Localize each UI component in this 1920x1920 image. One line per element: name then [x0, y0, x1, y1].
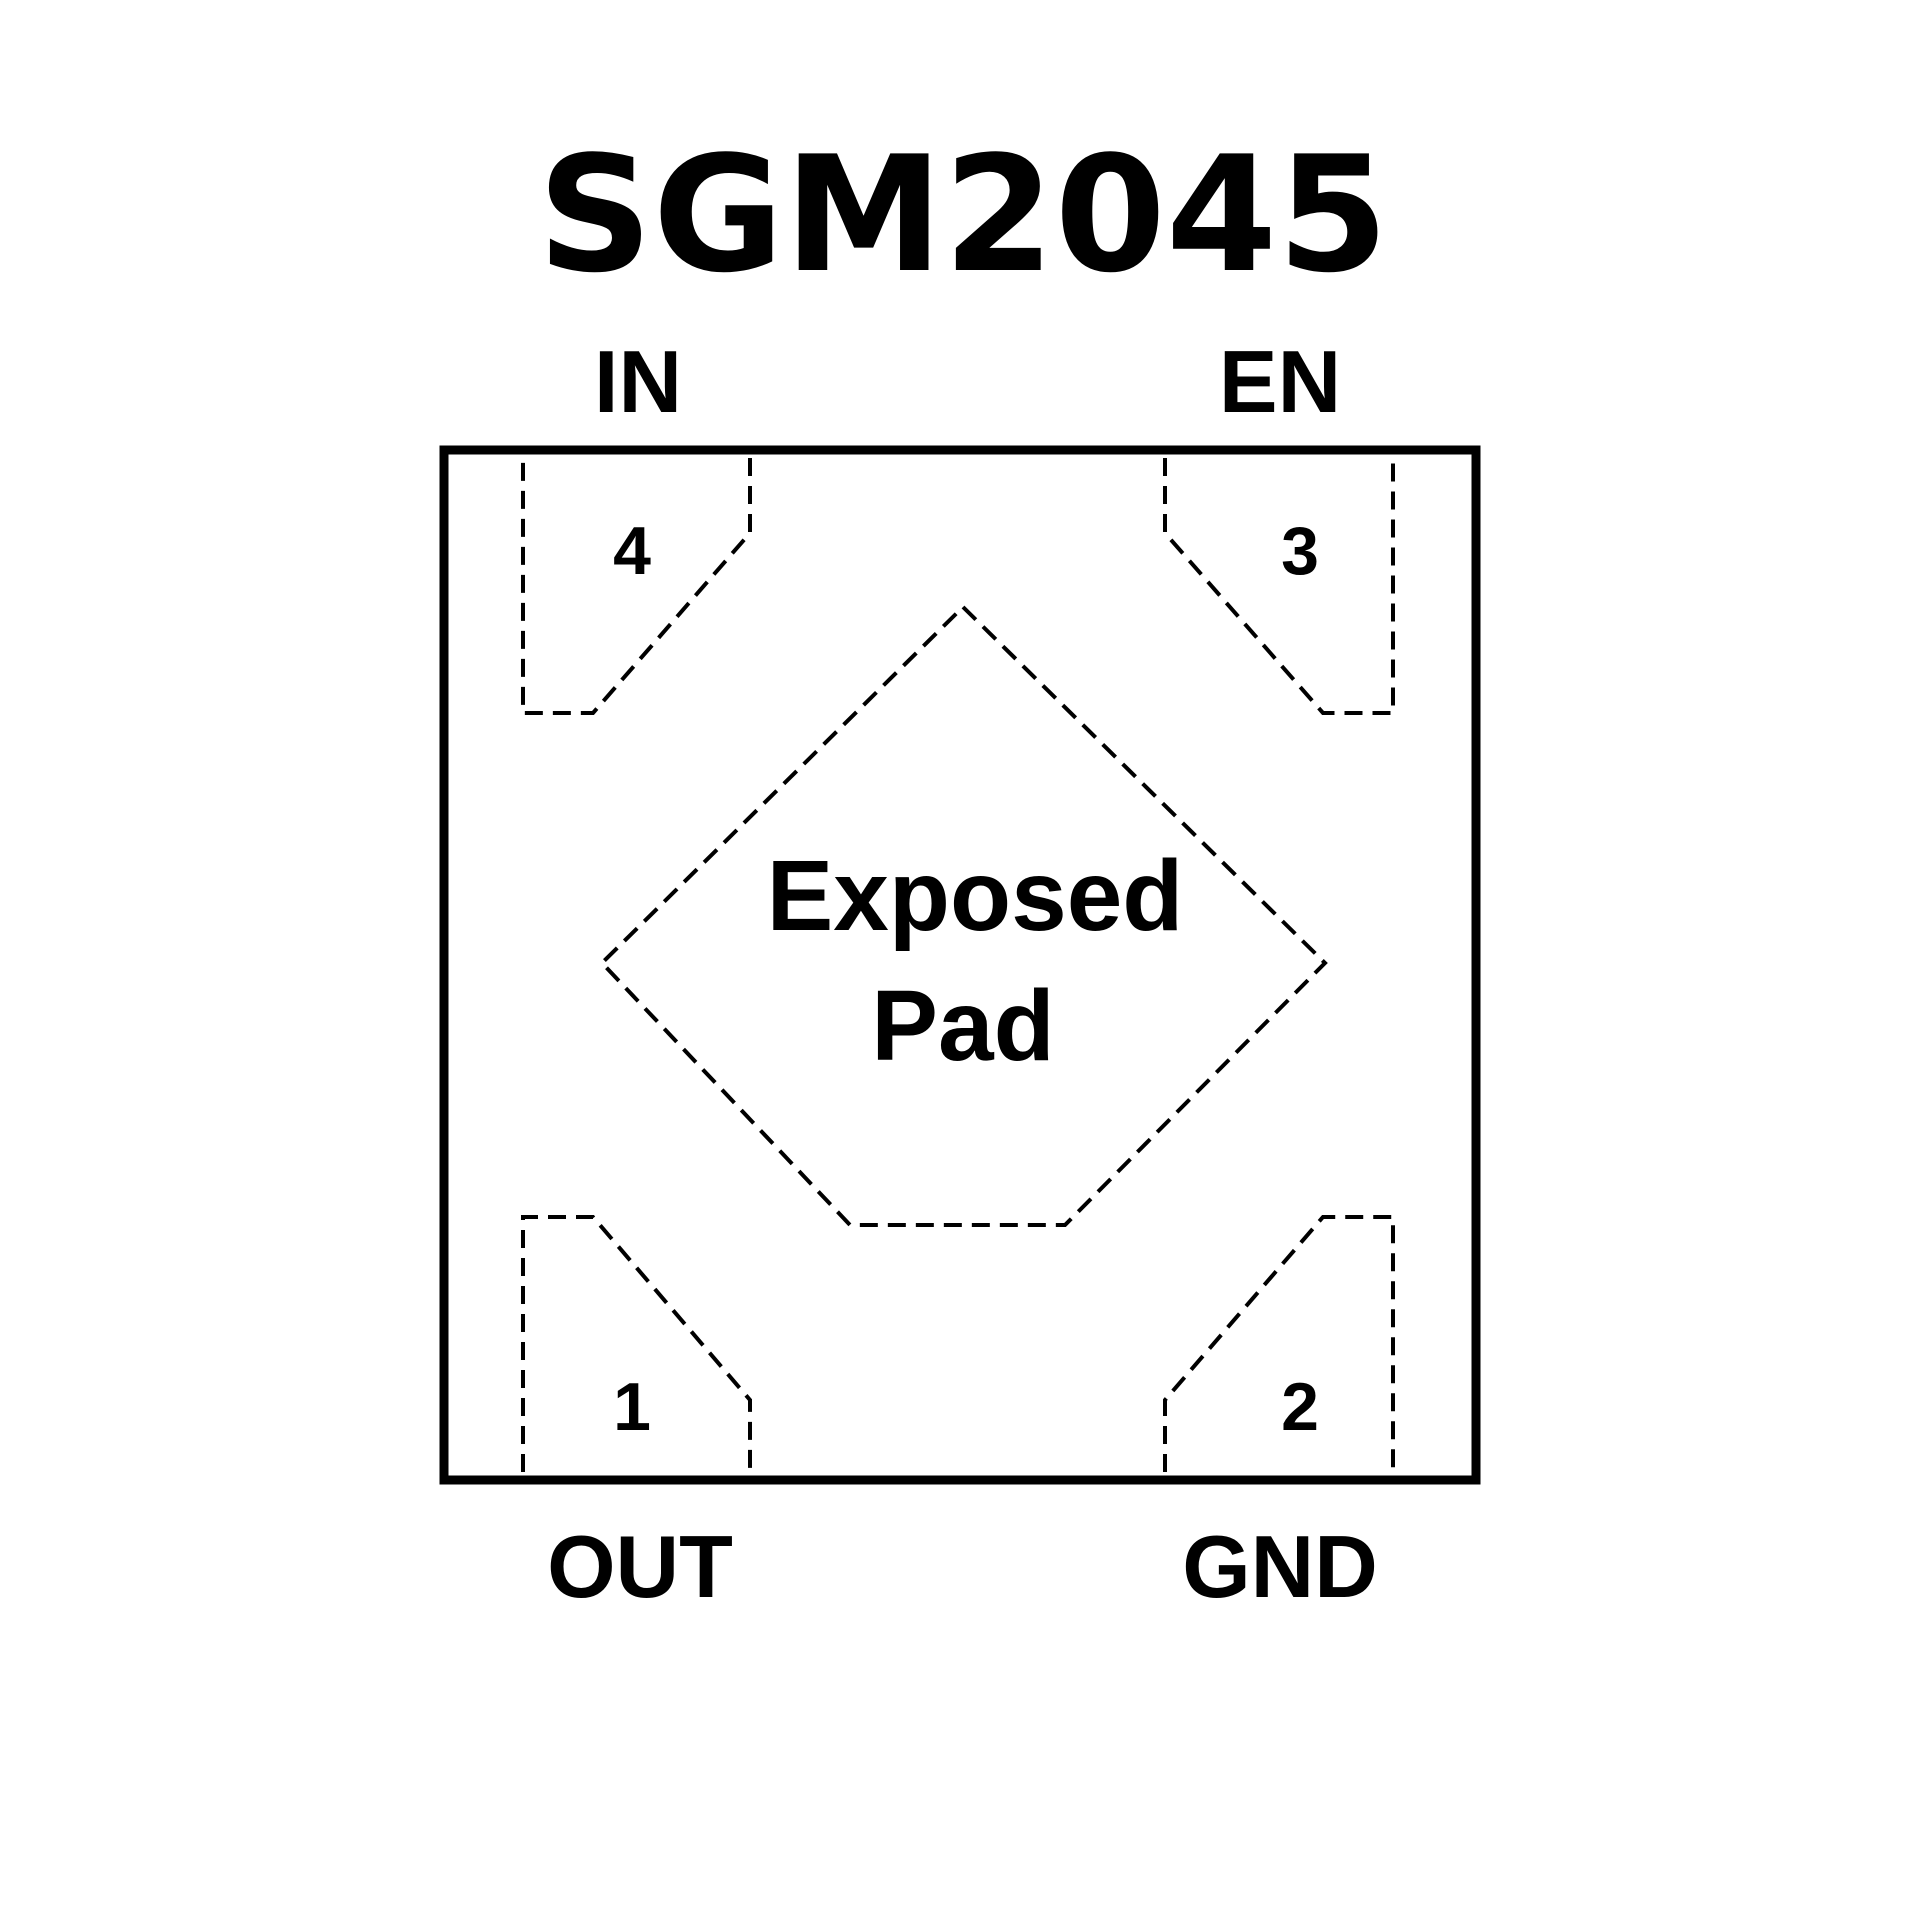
pin-2-name: GND [1182, 1517, 1378, 1616]
pin-4-name: IN [594, 332, 682, 431]
pin-4-pad [521, 458, 752, 715]
pin-3-number: 3 [1281, 513, 1319, 589]
pin-2-number: 2 [1281, 1369, 1319, 1445]
chip-title: SGM2045 [537, 121, 1388, 308]
pin-2-pad [1163, 1215, 1395, 1472]
pin-3-pad [1163, 458, 1395, 715]
pin-1-number: 1 [613, 1369, 651, 1445]
exposed-pad-label-line2: Pad [871, 970, 1054, 1082]
package-body [439, 445, 1481, 1485]
exposed-pad [599, 604, 1328, 1227]
pin-3-name: EN [1219, 332, 1341, 431]
pin-4-number: 4 [613, 513, 651, 589]
pin-1-name: OUT [547, 1517, 733, 1616]
pin-1-pad [521, 1215, 752, 1472]
exposed-pad-label-line1: Exposed [767, 840, 1184, 952]
